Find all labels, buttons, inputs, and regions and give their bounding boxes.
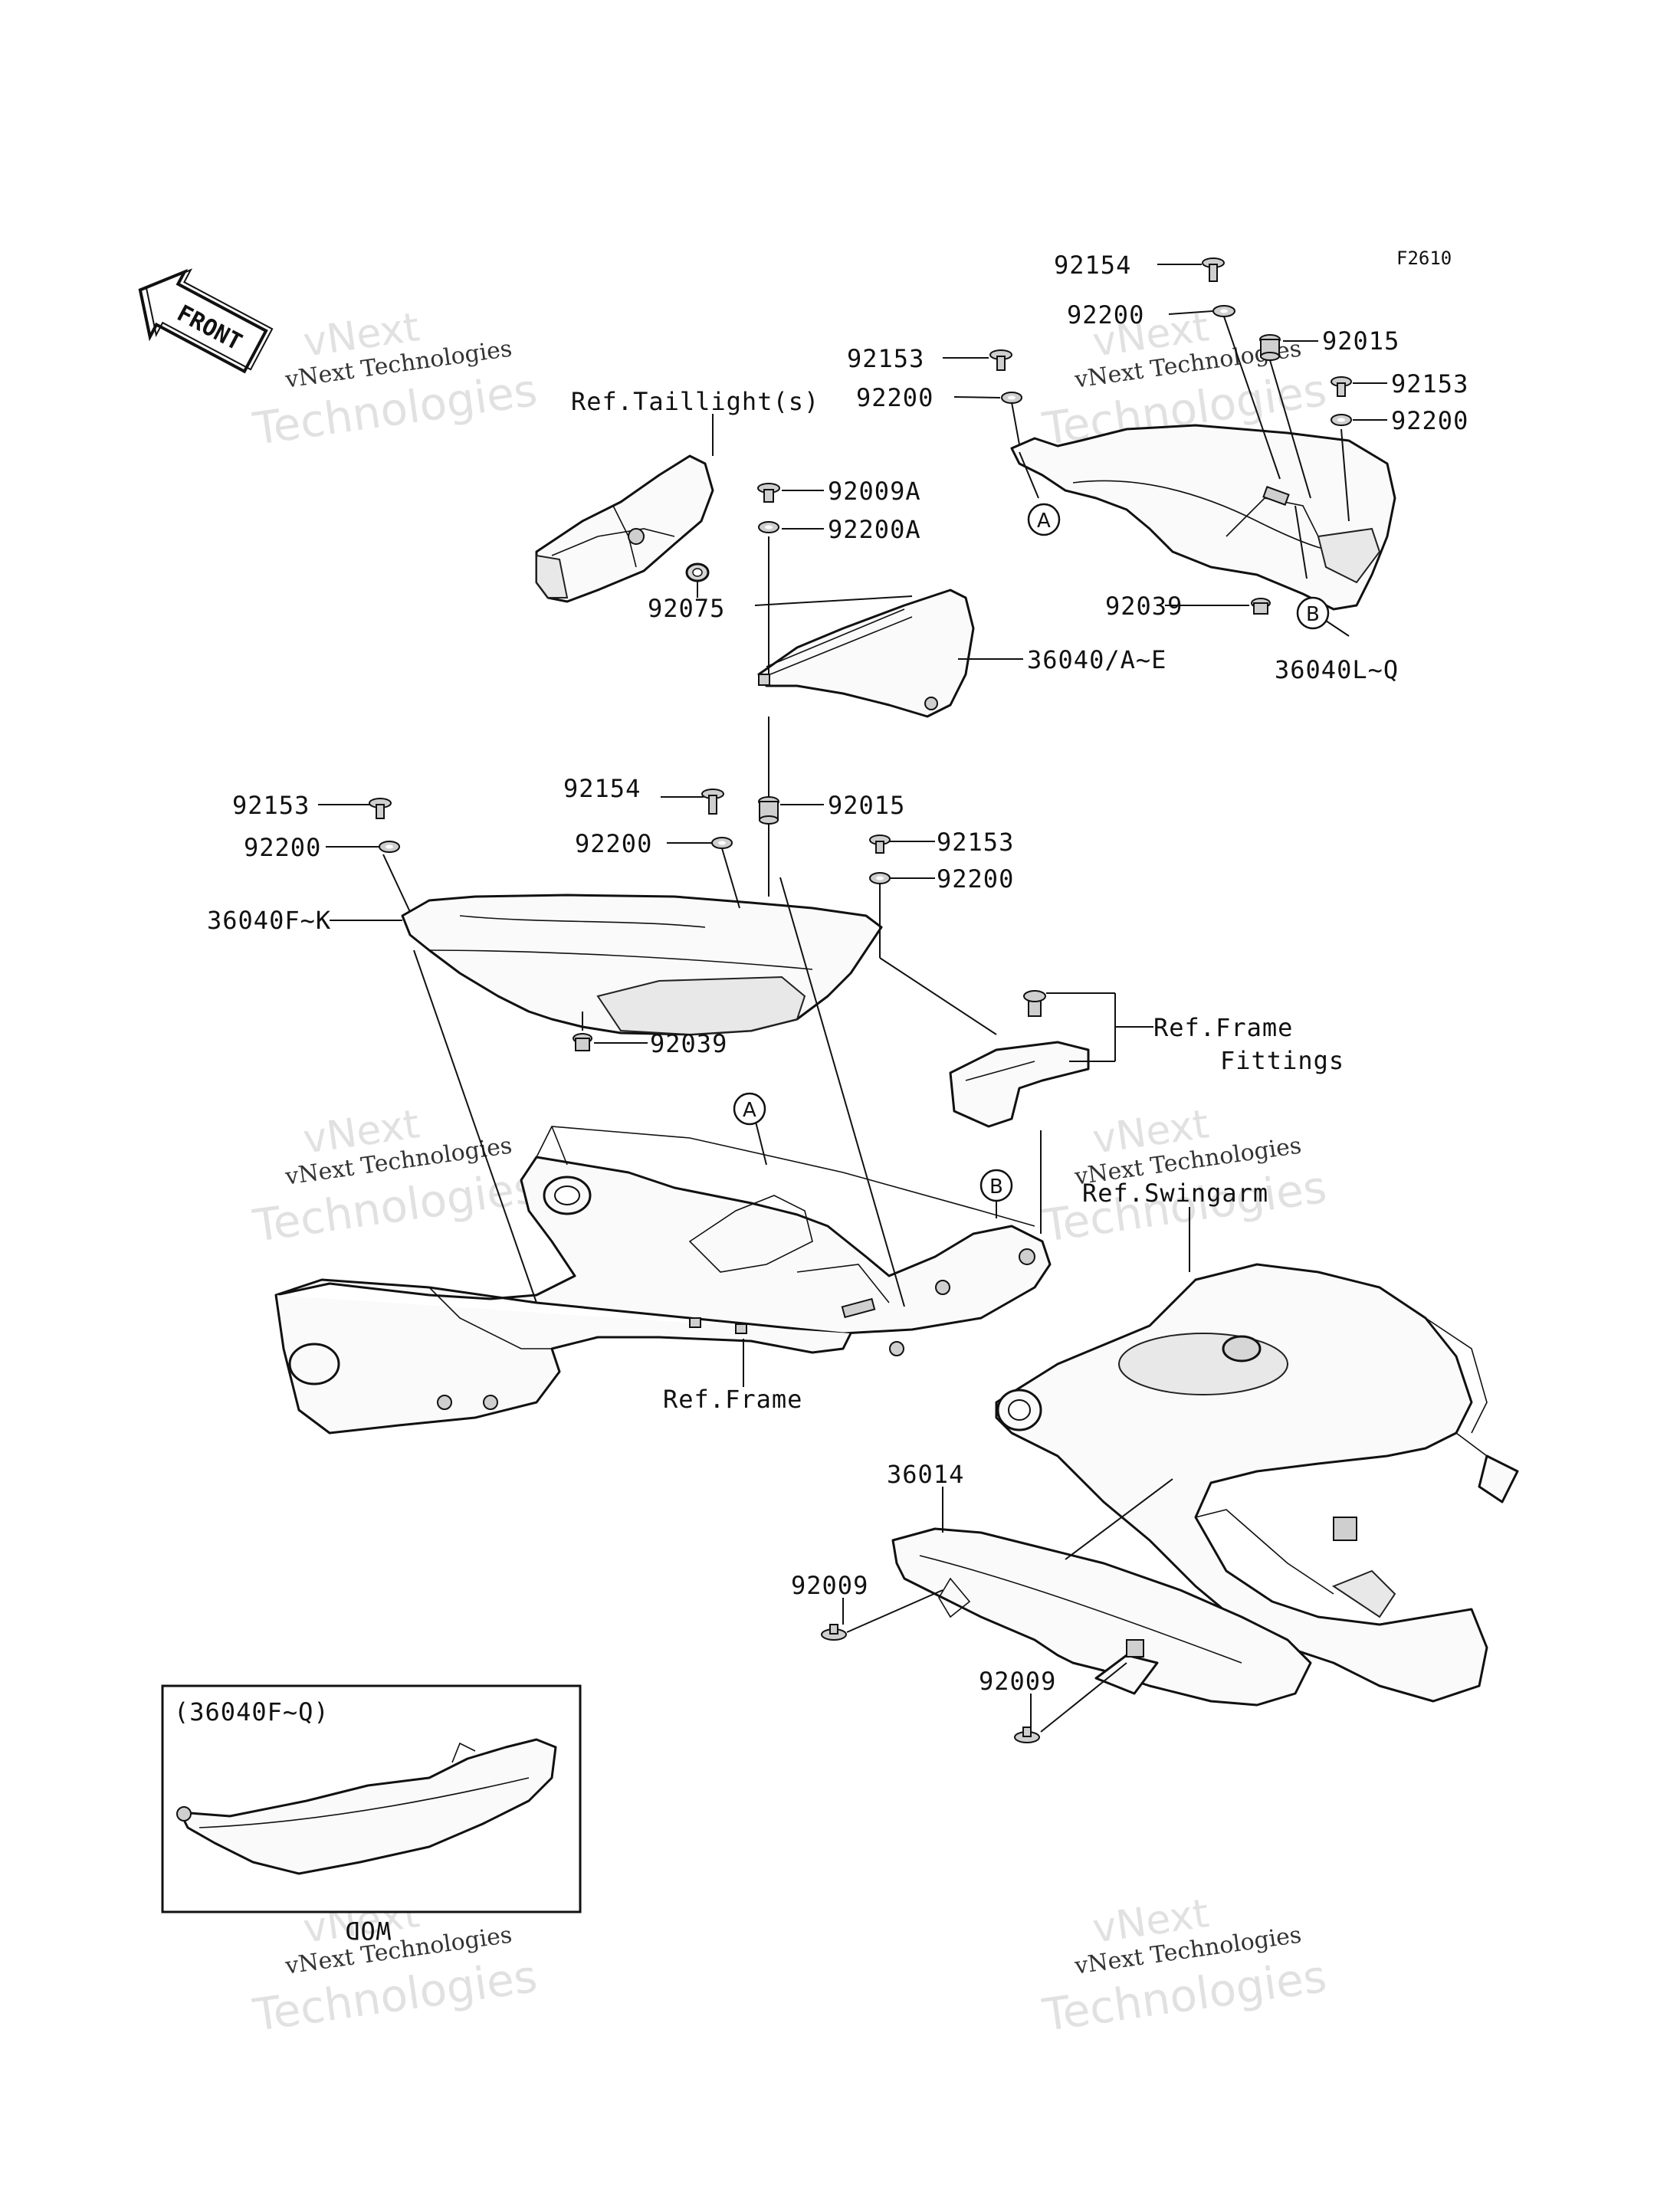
label-92015-top: 92015 xyxy=(1322,326,1399,356)
front-arrow-icon: FRONT xyxy=(138,268,274,374)
label-ref-frame-fittings-2: Fittings xyxy=(1220,1046,1344,1075)
washer-icon xyxy=(379,841,400,853)
label-ref-frame-fittings-1: Ref.Frame xyxy=(1153,1013,1293,1042)
screw-icon xyxy=(369,798,392,819)
label-92154-top: 92154 xyxy=(1054,251,1131,280)
screw-icon xyxy=(1202,257,1225,282)
label-ref-frame: Ref.Frame xyxy=(663,1385,802,1414)
figure-code: F2610 xyxy=(1396,248,1452,269)
label-92200-mr: 92200 xyxy=(937,864,1014,894)
label-92200-ml: 92200 xyxy=(244,833,321,862)
label-92039-mid: 92039 xyxy=(650,1029,727,1058)
label-36040AE: 36040/A~E xyxy=(1027,645,1166,674)
inset-title: (36040F~Q) xyxy=(174,1697,330,1726)
screw-icon xyxy=(989,349,1012,371)
taillight-assembly xyxy=(535,454,714,603)
svg-text:A: A xyxy=(1037,510,1051,533)
svg-text:B: B xyxy=(1306,603,1320,626)
label-92200-top: 92200 xyxy=(1067,300,1144,330)
leader-lines xyxy=(318,264,1387,1733)
screw-icon xyxy=(701,789,724,815)
watermark-top-left: vNext vNext Technologies Technologies xyxy=(249,304,540,455)
bolt-icon xyxy=(821,1624,847,1641)
washer-icon xyxy=(869,872,891,884)
callout-a-top: A xyxy=(1027,503,1061,536)
label-92039-top: 92039 xyxy=(1105,592,1183,621)
label-92153-mr: 92153 xyxy=(937,828,1014,857)
washer-icon xyxy=(1001,392,1022,404)
screw-icon xyxy=(869,835,891,854)
chain-guard-36014 xyxy=(891,1527,1312,1707)
inset-note: WOD xyxy=(344,1916,391,1945)
label-92200-tr: 92200 xyxy=(1391,406,1468,435)
label-92075: 92075 xyxy=(648,594,725,623)
screw-icon xyxy=(757,483,780,503)
bolt-icon xyxy=(1014,1726,1040,1743)
rear-frame xyxy=(274,1126,1052,1435)
label-92009-r: 92009 xyxy=(979,1667,1056,1696)
washer-icon xyxy=(1331,414,1352,426)
callout-b-frame: B xyxy=(979,1169,1013,1202)
side-cover-left-36040FK xyxy=(401,894,883,1036)
label-ref-swingarm: Ref.Swingarm xyxy=(1082,1179,1268,1208)
label-92009-l: 92009 xyxy=(791,1571,868,1600)
label-92015-mid: 92015 xyxy=(828,791,905,820)
grommet-92075 xyxy=(685,562,710,582)
svg-text:B: B xyxy=(989,1176,1003,1199)
nut-icon xyxy=(573,1033,592,1051)
collar-icon xyxy=(1259,334,1281,361)
collar-icon xyxy=(758,796,779,825)
label-36040LQ: 36040L~Q xyxy=(1275,655,1399,684)
inset-side-cover xyxy=(176,1738,557,1875)
svg-text:A: A xyxy=(743,1099,756,1122)
watermark-mid-right: vNext vNext Technologies Technologies xyxy=(1039,1101,1329,1252)
label-92153-tr: 92153 xyxy=(1391,369,1468,398)
label-92200-mid: 92200 xyxy=(575,829,652,858)
upper-side-cover-right xyxy=(1010,424,1396,611)
label-ref-taillight: Ref.Taillight(s) xyxy=(571,387,819,416)
washer-icon xyxy=(711,837,733,849)
label-92200A: 92200A xyxy=(828,515,921,544)
seat-side-cover-center xyxy=(757,589,975,718)
washer-icon xyxy=(1212,305,1235,317)
watermark-mid-left: vNext vNext Technologies Technologies xyxy=(249,1101,540,1252)
nut-icon xyxy=(1251,598,1271,615)
watermark-bottom-right: vNext vNext Technologies Technologies xyxy=(1039,1890,1329,2041)
label-92200-tl: 92200 xyxy=(856,383,934,412)
screw-icon xyxy=(1331,376,1352,397)
callout-b-top: B xyxy=(1296,596,1330,630)
frame-fittings-bracket xyxy=(949,990,1090,1128)
label-92153-ml: 92153 xyxy=(232,791,310,820)
label-36040FK: 36040F~K xyxy=(207,906,331,935)
label-92153-tl: 92153 xyxy=(847,344,924,373)
swingarm xyxy=(995,1263,1519,1703)
label-36014: 36014 xyxy=(887,1460,964,1489)
callout-a-frame: A xyxy=(733,1092,766,1126)
washer-icon xyxy=(758,521,779,533)
label-92154-mid: 92154 xyxy=(563,774,641,803)
label-92009A: 92009A xyxy=(828,477,921,506)
